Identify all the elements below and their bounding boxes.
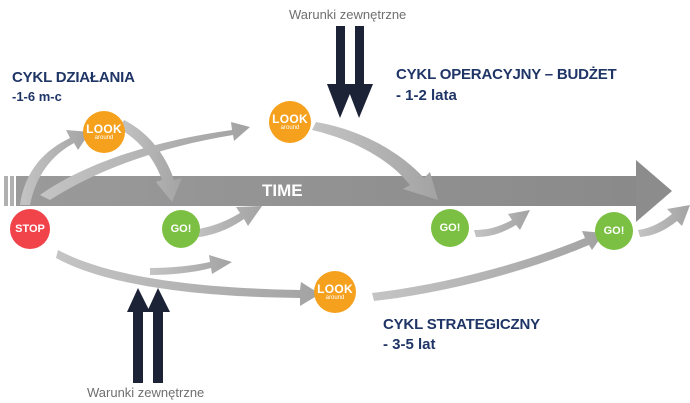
go-node-strategic: GO! <box>595 212 633 250</box>
flow-arrow-to-look-operational <box>40 122 250 200</box>
go-node-action: GO! <box>162 210 200 248</box>
flow-arrow-look-to-go-operational <box>312 122 438 200</box>
look-sublabel: around <box>325 294 345 301</box>
flow-arrows <box>20 120 690 306</box>
flow-arrow-go3-out <box>638 205 690 237</box>
external-conditions-bottom-label: Warunki zewnętrzne <box>87 385 205 400</box>
flow-arrow-go2-out <box>474 210 530 237</box>
look-label: LOOK <box>317 281 353 296</box>
look-label: LOOK <box>86 121 122 136</box>
flow-arrow-look-to-go-strategic <box>372 231 604 301</box>
operational-cycle-title: CYKL OPERACYJNY – BUDŻET <box>396 66 617 83</box>
time-label: TIME <box>262 181 303 200</box>
action-cycle-duration: -1-6 m-c <box>12 89 62 104</box>
look-sublabel: around <box>280 124 300 131</box>
external-conditions-top-label: Warunki zewnętrzne <box>289 7 407 22</box>
go-label: GO! <box>439 222 461 234</box>
look-sublabel: around <box>94 134 114 141</box>
flow-arrow-go1-out <box>190 206 262 238</box>
flow-arrow-strategic-lead <box>150 255 232 275</box>
look-node-action: LOOK around <box>83 111 125 153</box>
external-arrows-top <box>327 26 373 118</box>
flow-arrow-look-to-go <box>118 120 182 202</box>
look-node-strategic: LOOK around <box>314 271 356 313</box>
stop-node: STOP <box>10 209 50 249</box>
go-label: GO! <box>170 223 192 235</box>
strategic-cycle-title: CYKL STRATEGICZNY <box>383 316 540 333</box>
operational-cycle-duration: - 1-2 lata <box>396 87 457 104</box>
action-cycle-title: CYKL DZIAŁANIA <box>12 69 135 86</box>
go-label: GO! <box>603 225 625 237</box>
go-node-operational: GO! <box>431 209 469 247</box>
stop-label: STOP <box>15 223 45 235</box>
look-label: LOOK <box>272 111 308 126</box>
external-arrows-bottom <box>127 288 170 383</box>
flow-arrow-stop-to-look-strategic <box>56 250 320 306</box>
time-arrow <box>4 160 672 222</box>
look-node-operational: LOOK around <box>269 101 311 143</box>
strategic-cycle-duration: - 3-5 lat <box>383 336 436 353</box>
